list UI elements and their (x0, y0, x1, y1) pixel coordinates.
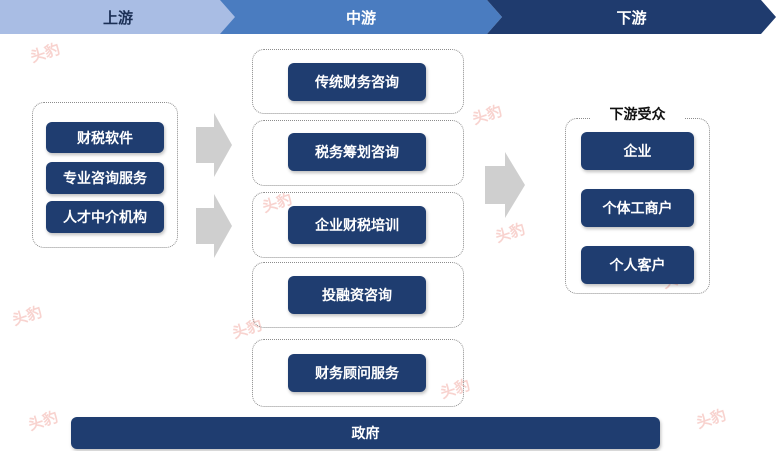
midstream-item-tax-planning: 税务筹划咨询 (288, 133, 426, 171)
upstream-header: 上游 (0, 0, 236, 34)
flow-arrow-icon (196, 194, 232, 258)
midstream-item-training: 企业财税培训 (288, 206, 426, 244)
downstream-title: 下游受众 (590, 104, 685, 126)
upstream-item-software: 财税软件 (46, 122, 164, 153)
downstream-item-enterprise: 企业 (581, 132, 694, 170)
watermark: 头豹 (470, 101, 505, 129)
watermark: 头豹 (28, 39, 63, 67)
upstream-item-consulting: 专业咨询服务 (46, 162, 164, 194)
watermark: 头豹 (694, 405, 729, 433)
midstream-header-label: 中游 (345, 8, 376, 27)
midstream-group-3 (252, 192, 464, 258)
watermark: 头豹 (26, 407, 61, 435)
flow-arrow-icon (196, 113, 232, 177)
upstream-item-agency: 人才中介机构 (46, 201, 164, 233)
midstream-item-traditional-finance: 传统财务咨询 (288, 63, 426, 101)
flow-arrow-icon (485, 152, 525, 218)
downstream-header-label: 下游 (616, 8, 647, 27)
downstream-header: 下游 (487, 0, 776, 34)
watermark: 头豹 (10, 302, 45, 330)
midstream-group-4 (252, 262, 464, 328)
midstream-item-investment: 投融资咨询 (288, 276, 426, 314)
downstream-item-personal-client: 个人客户 (581, 246, 694, 284)
midstream-group-1 (252, 49, 464, 114)
midstream-group-2 (252, 120, 464, 186)
midstream-header: 中游 (220, 0, 502, 34)
upstream-group (32, 102, 178, 248)
downstream-item-individual-business: 个体工商户 (581, 189, 694, 227)
upstream-header-label: 上游 (102, 8, 133, 27)
government-bar: 政府 (71, 417, 660, 449)
midstream-item-advisory: 财务顾问服务 (288, 354, 426, 392)
midstream-group-5 (252, 339, 464, 407)
watermark: 头豹 (493, 219, 528, 247)
